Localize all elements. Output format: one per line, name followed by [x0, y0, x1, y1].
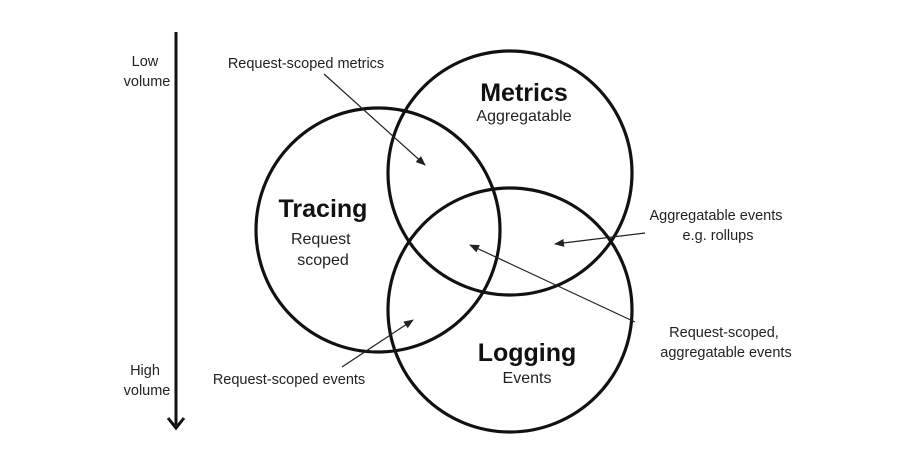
logging-title: Logging	[478, 339, 577, 367]
logging-circle	[386, 186, 634, 434]
tracing-subtitle: Request scoped	[291, 231, 355, 269]
request-scoped-aggregatable-events-label: Request-scoped, aggregatable events	[660, 325, 791, 361]
metrics-title: Metrics	[480, 79, 568, 107]
tracing-circle	[254, 106, 502, 354]
aggregatable-events-arrow	[554, 232, 646, 247]
request-scoped-events-arrow	[341, 319, 414, 368]
request-scoped-events-label: Request-scoped events	[213, 372, 365, 388]
request-scoped-metrics-arrow	[323, 73, 426, 166]
metrics-circle	[386, 49, 634, 297]
high-volume-label: High volume	[124, 363, 171, 399]
tracing-title: Tracing	[279, 195, 368, 223]
request-scoped-aggregatable-events-arrow	[469, 244, 636, 323]
logging-subtitle: Events	[503, 370, 552, 387]
low-volume-label: Low volume	[124, 54, 171, 90]
aggregatable-events-label: Aggregatable events e.g. rollups	[649, 208, 786, 244]
metrics-subtitle: Aggregatable	[476, 108, 571, 125]
request-scoped-metrics-label: Request-scoped metrics	[228, 56, 384, 72]
volume-axis-arrowhead	[166, 417, 186, 431]
